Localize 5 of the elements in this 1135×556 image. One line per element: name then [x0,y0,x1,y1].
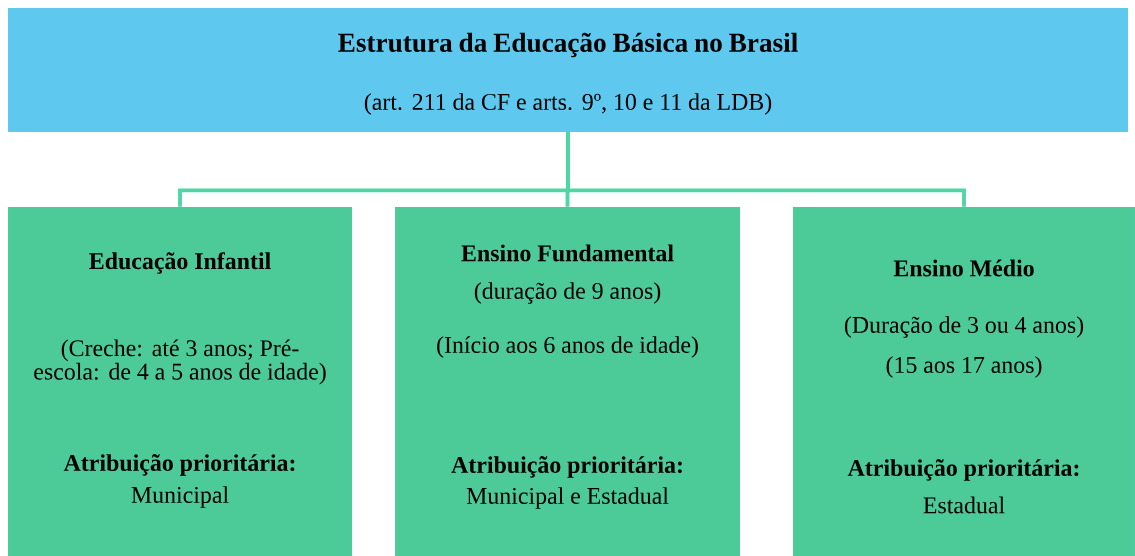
level-box: Ensino Fundamental (duração de 9 anos) (Início aos 6 anos de idade) Atribuição prioritária: Municipal e Estadual [395,207,740,556]
title-box: Estrutura da Educação Básica no Brasil (art. 211 da CF e arts. 9º, 10 e 11 da LDB) [8,8,1128,132]
connector-line [566,132,966,207]
level-box: Educação Infantil (Creche: até 3 anos; Pré-escola: de 4 a 5 anos de idade) Atribuição prioritária: Municipal [8,207,352,556]
level-box: Ensino Médio (Duração de 3 ou 4 anos) (15 aos 17 anos) Atribuição prioritária: Estadual [793,207,1135,556]
